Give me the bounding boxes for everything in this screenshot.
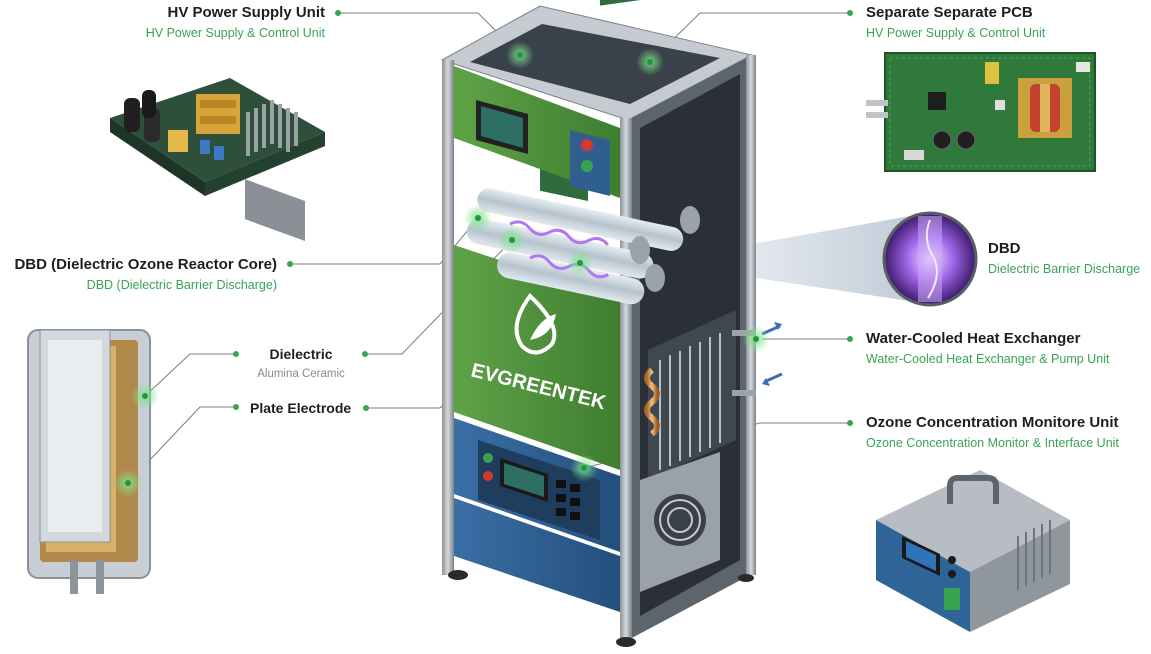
pcb-title: Separate Separate PCB xyxy=(866,4,1033,21)
label-dbd: DBD Dielectric Barrier Discharge xyxy=(988,240,1140,277)
heat-exchanger xyxy=(644,310,783,480)
ozone-monitor-title: Ozone Concentration Monitore Unit xyxy=(866,414,1119,431)
label-ozone-monitor: Ozone Concentration Monitore Unit Ozone … xyxy=(866,414,1119,451)
dbd-subtitle: Dielectric Barrier Discharge xyxy=(988,261,1141,276)
ozone-monitor-subtitle: Ozone Concentration Monitor & Interface … xyxy=(866,435,1119,450)
label-hv-power-supply: HV Power Supply Unit HV Power Supply & C… xyxy=(146,4,325,41)
dielectric-subtitle: Alumina Ceramic xyxy=(257,367,345,380)
label-dbd-core: DBD (Dielectric Ozone Reactor Core) DBD … xyxy=(14,256,277,293)
dielectric-title: Dielectric xyxy=(269,346,333,362)
dbd-core-title: DBD (Dielectric Ozone Reactor Core) xyxy=(14,256,277,273)
highlight-markers xyxy=(114,41,770,497)
label-separate-pcb: Separate Separate PCB HV Power Supply & … xyxy=(866,4,1045,41)
dbd-core-subtitle: DBD (Dielectric Barrier Discharge) xyxy=(86,277,277,292)
heat-exchanger-title: Water-Cooled Heat Exchanger xyxy=(866,330,1081,347)
label-plate-electrode: Plate Electrode xyxy=(250,400,351,418)
hv-power-subtitle: HV Power Supply & Control Unit xyxy=(145,25,325,40)
dbd-title: DBD xyxy=(988,240,1021,257)
pcb-subtitle: HV Power Supply & Control Unit xyxy=(866,25,1046,40)
fan-unit xyxy=(640,452,720,592)
heat-exchanger-subtitle: Water-Cooled Heat Exchanger & Pump Unit xyxy=(866,351,1110,366)
hv-power-supply-image xyxy=(110,78,325,242)
label-dielectric: Dielectric Alumina Ceramic xyxy=(254,346,348,381)
label-dots xyxy=(233,10,853,426)
hv-power-title: HV Power Supply Unit xyxy=(167,4,325,21)
dbd-zoom xyxy=(650,211,978,307)
plate-title: Plate Electrode xyxy=(250,400,352,416)
plate-electrode-image xyxy=(27,329,151,594)
separate-pcb-image xyxy=(866,52,1096,172)
leader-lines xyxy=(127,12,850,484)
ozone-monitor-image xyxy=(876,470,1070,632)
label-heat-exchanger: Water-Cooled Heat Exchanger Water-Cooled… xyxy=(866,330,1109,367)
ozone-generator-cabinet: EVGREENTEK xyxy=(440,0,783,647)
